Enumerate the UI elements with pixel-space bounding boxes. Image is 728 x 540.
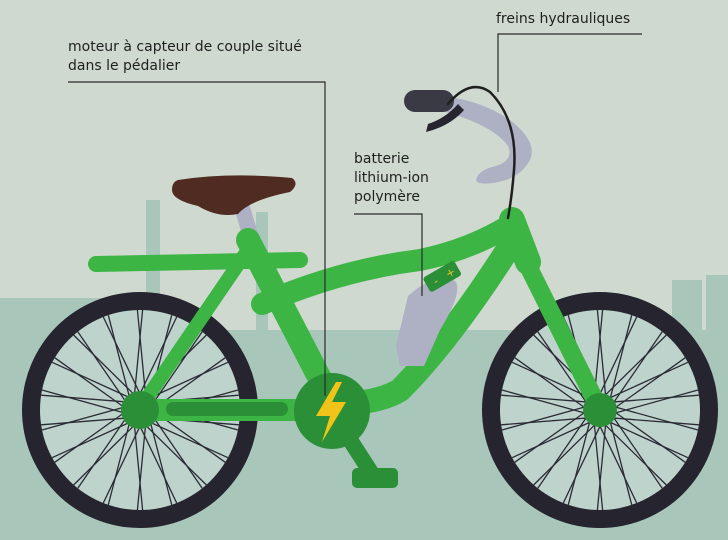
seat-tube xyxy=(236,228,342,410)
spoke xyxy=(73,334,139,399)
spoke xyxy=(511,361,595,401)
seat-stay xyxy=(133,237,259,415)
saddle xyxy=(172,175,296,215)
pedal xyxy=(352,468,398,488)
rear-hub xyxy=(121,391,159,429)
spoke xyxy=(609,417,699,426)
handlebar-stem xyxy=(446,97,532,184)
spoke xyxy=(41,394,131,403)
spoke xyxy=(596,309,607,400)
brake-cable xyxy=(446,85,516,220)
motor xyxy=(294,373,370,449)
spoke xyxy=(608,315,633,403)
battery: - + xyxy=(396,261,461,366)
motor-callout-line-2: dans le pédalier xyxy=(68,58,181,74)
spoke xyxy=(610,331,663,407)
spoke xyxy=(136,309,147,400)
spoke xyxy=(51,361,135,401)
brakes-callout-line xyxy=(497,33,642,92)
spoke xyxy=(597,421,638,504)
spoke xyxy=(137,421,178,504)
spoke xyxy=(107,417,132,505)
callout-lines xyxy=(68,33,642,396)
battery-callout-line xyxy=(354,213,423,296)
spoke xyxy=(537,413,590,489)
battery-callout-line-2: lithium-ion xyxy=(354,170,429,186)
spoke xyxy=(501,405,589,431)
spoke xyxy=(150,331,203,407)
motor-callout-label: moteur à capteur de couple situé dans le… xyxy=(68,38,302,76)
battery-body xyxy=(396,277,458,366)
chain-guard-bar xyxy=(166,402,288,416)
fork xyxy=(517,253,609,419)
spoke xyxy=(133,420,144,511)
lightning-bolt-icon xyxy=(316,382,346,442)
top-tube xyxy=(251,213,523,315)
battery-callout-line-3: polymère xyxy=(354,189,420,205)
spoke xyxy=(501,394,591,403)
spoke xyxy=(77,413,130,489)
spoke xyxy=(609,394,699,403)
spoke xyxy=(611,405,699,431)
spoke xyxy=(567,417,592,505)
brake-lever xyxy=(426,104,464,132)
battery-callout-line-1: batterie xyxy=(354,151,410,167)
rear-spokes xyxy=(41,309,239,511)
front-hub xyxy=(583,393,617,427)
motor-callout-line-1: moteur à capteur de couple situé xyxy=(68,39,302,55)
front-spokes xyxy=(501,309,699,511)
handlebar-grip xyxy=(404,90,454,112)
spoke xyxy=(141,421,207,486)
brakes-callout-line-1: freins hydrauliques xyxy=(496,11,631,27)
spoke xyxy=(514,409,589,463)
motor-callout-line xyxy=(68,81,326,396)
spoke xyxy=(145,419,229,459)
spoke xyxy=(41,405,129,431)
spoke xyxy=(601,421,667,486)
spoke xyxy=(593,420,604,511)
handlebar-assembly xyxy=(404,90,532,184)
battery-callout-label: batterie lithium-ion polymère xyxy=(354,150,429,207)
spoke xyxy=(102,316,143,399)
brakes-callout-label: freins hydrauliques xyxy=(496,10,630,29)
chain-guard xyxy=(166,402,288,416)
battery-terminal-block xyxy=(423,261,461,292)
spoke xyxy=(605,419,689,459)
battery-minus-label: - xyxy=(431,275,441,288)
spoke xyxy=(54,409,129,463)
